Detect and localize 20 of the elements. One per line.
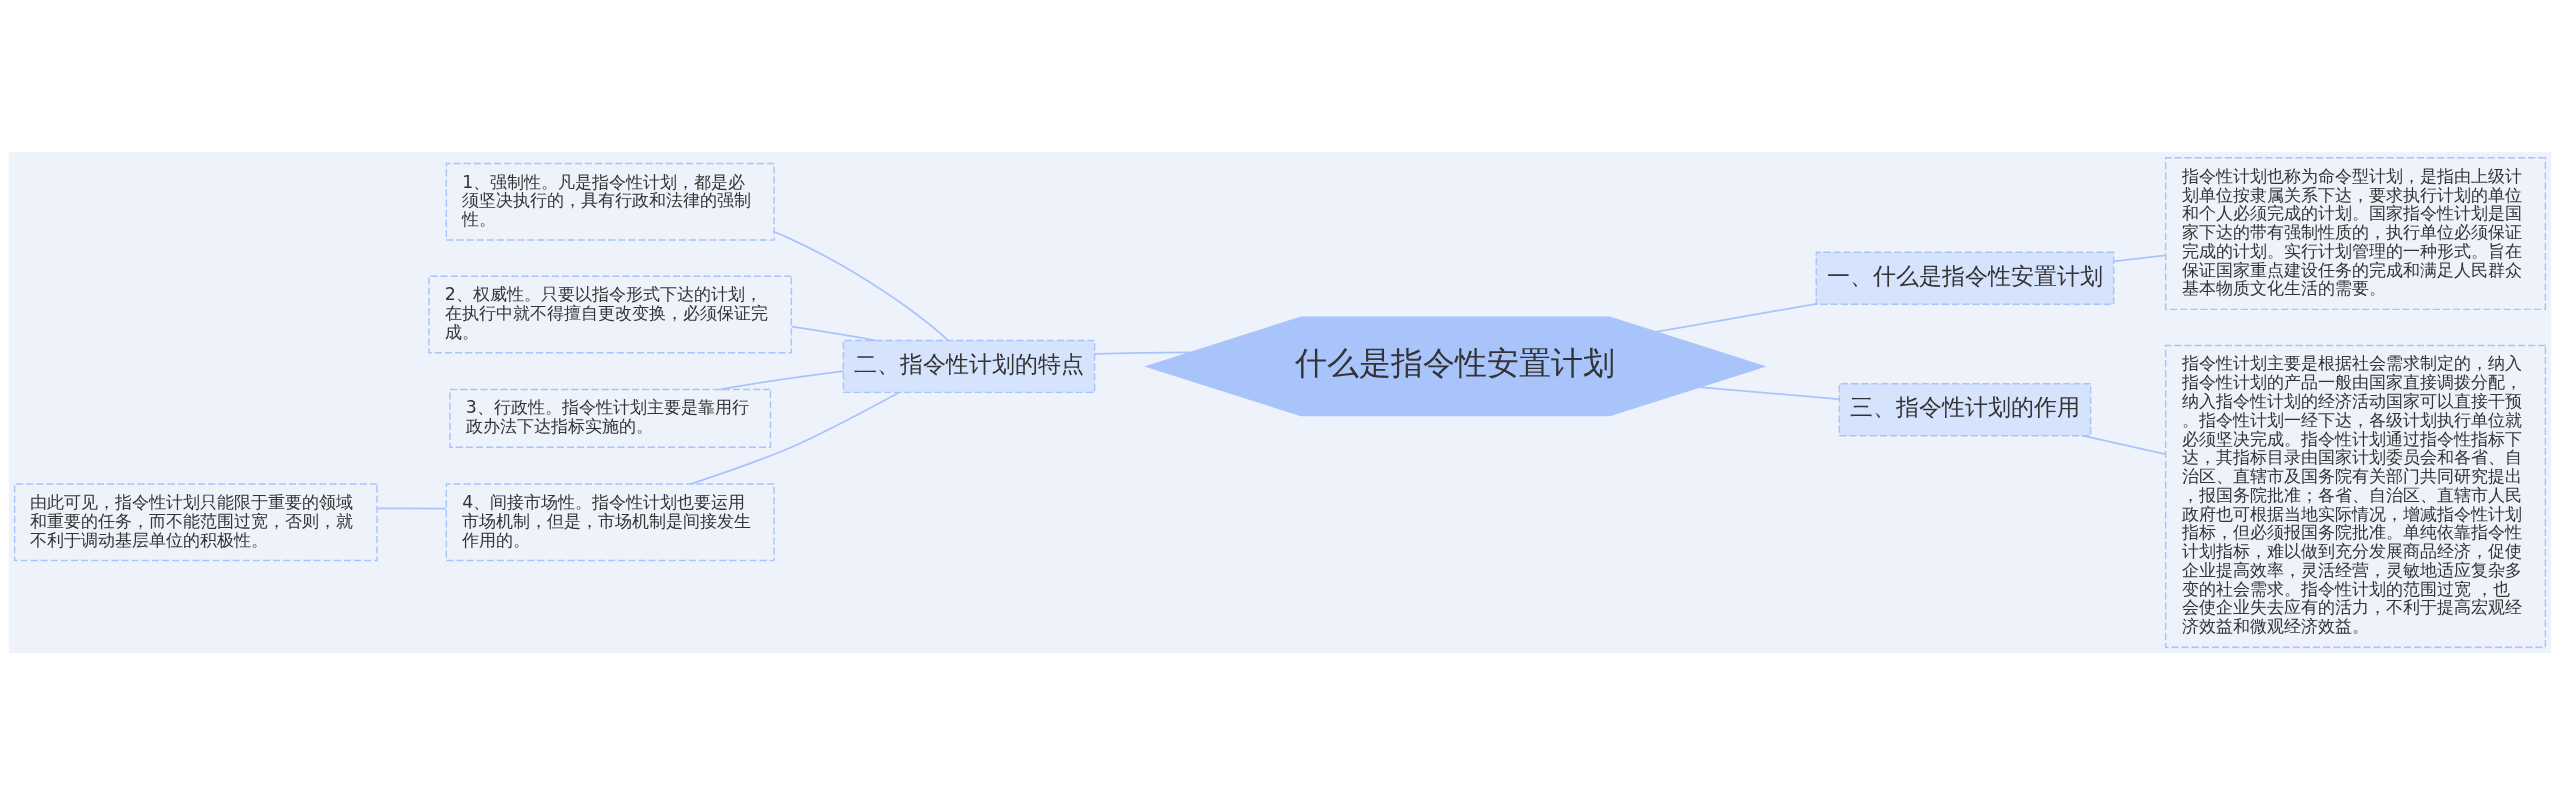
node-box: 1、强制性。凡是指令性计划，都是必须坚决执行的，具有行政和法律的强制性。 xyxy=(445,162,775,241)
node-box: 一、什么是指令性安置计划 xyxy=(1815,251,2115,305)
node-box: 指令性计划主要是根据社会需求制定的，纳入指令性计划的产品一般由国家直接调拨分配，纳入指令性计划的经济活动国家可以直接干预。指令性计划一经下达，各级计划执行单位就必须坚决完成。指令性计划通过指令性指标下达，其指标目录由国家计划委员会和各省、自治区、直辖市及国务院有关部门共同研究提出，报国务院批准；各省、自治区、直辖市人民政府也可根据当地实际情况，增减指令性计划指标，但必须报国务院批准。单纯依靠指令性计划指标，难以做到充分发展商品经济，促使企业提高效率，灵活经营，灵敏地适应复杂多变的社会需求。指令性计划的范围过宽 ，也会使企业失去应有的活力，不利于提高宏观经济效益和微观经济效益。 xyxy=(2164,344,2547,648)
node-box: 二、指令性计划的特点 xyxy=(842,339,1096,393)
connector xyxy=(790,325,876,341)
connector xyxy=(2081,434,2167,455)
connector xyxy=(719,369,845,390)
node-box: 由此可见，指令性计划只能限于重要的领域和重要的任务，而不能范围过宽，否则，就不利于调动基层单位的积极性。 xyxy=(13,482,378,561)
connector xyxy=(1698,385,1840,400)
connector xyxy=(2113,254,2166,262)
connector xyxy=(376,506,447,509)
connector xyxy=(689,391,900,485)
node-box: 指令性计划也称为命令型计划，是指由上级计划单位按隶属关系下达，要求执行计划的单位和个人必须完成的计划。国家指令性计划是国家下达的带有强制性质的，执行单位必须保证完成的计划。实行计划管理的一种形式。旨在保证国家重点建设任务的完成和满足人民群众基本物质文化生活的需要。 xyxy=(2164,156,2547,310)
connector xyxy=(1094,351,1192,355)
node-box: 3、行政性。指令性计划主要是靠用行政办法下达指标实施的。 xyxy=(449,388,772,448)
node-box: 三、指令性计划的作用 xyxy=(1838,382,2092,436)
node-box: 4、间接市场性。指令性计划也要运用市场机制，但是，市场机制是间接发生作用的。 xyxy=(445,482,775,561)
connector xyxy=(1655,302,1817,333)
connector xyxy=(773,230,949,341)
node-box: 2、权威性。只要以指令形式下达的计划，在执行中就不得擅自更改变换，必须保证完成。 xyxy=(428,274,793,353)
